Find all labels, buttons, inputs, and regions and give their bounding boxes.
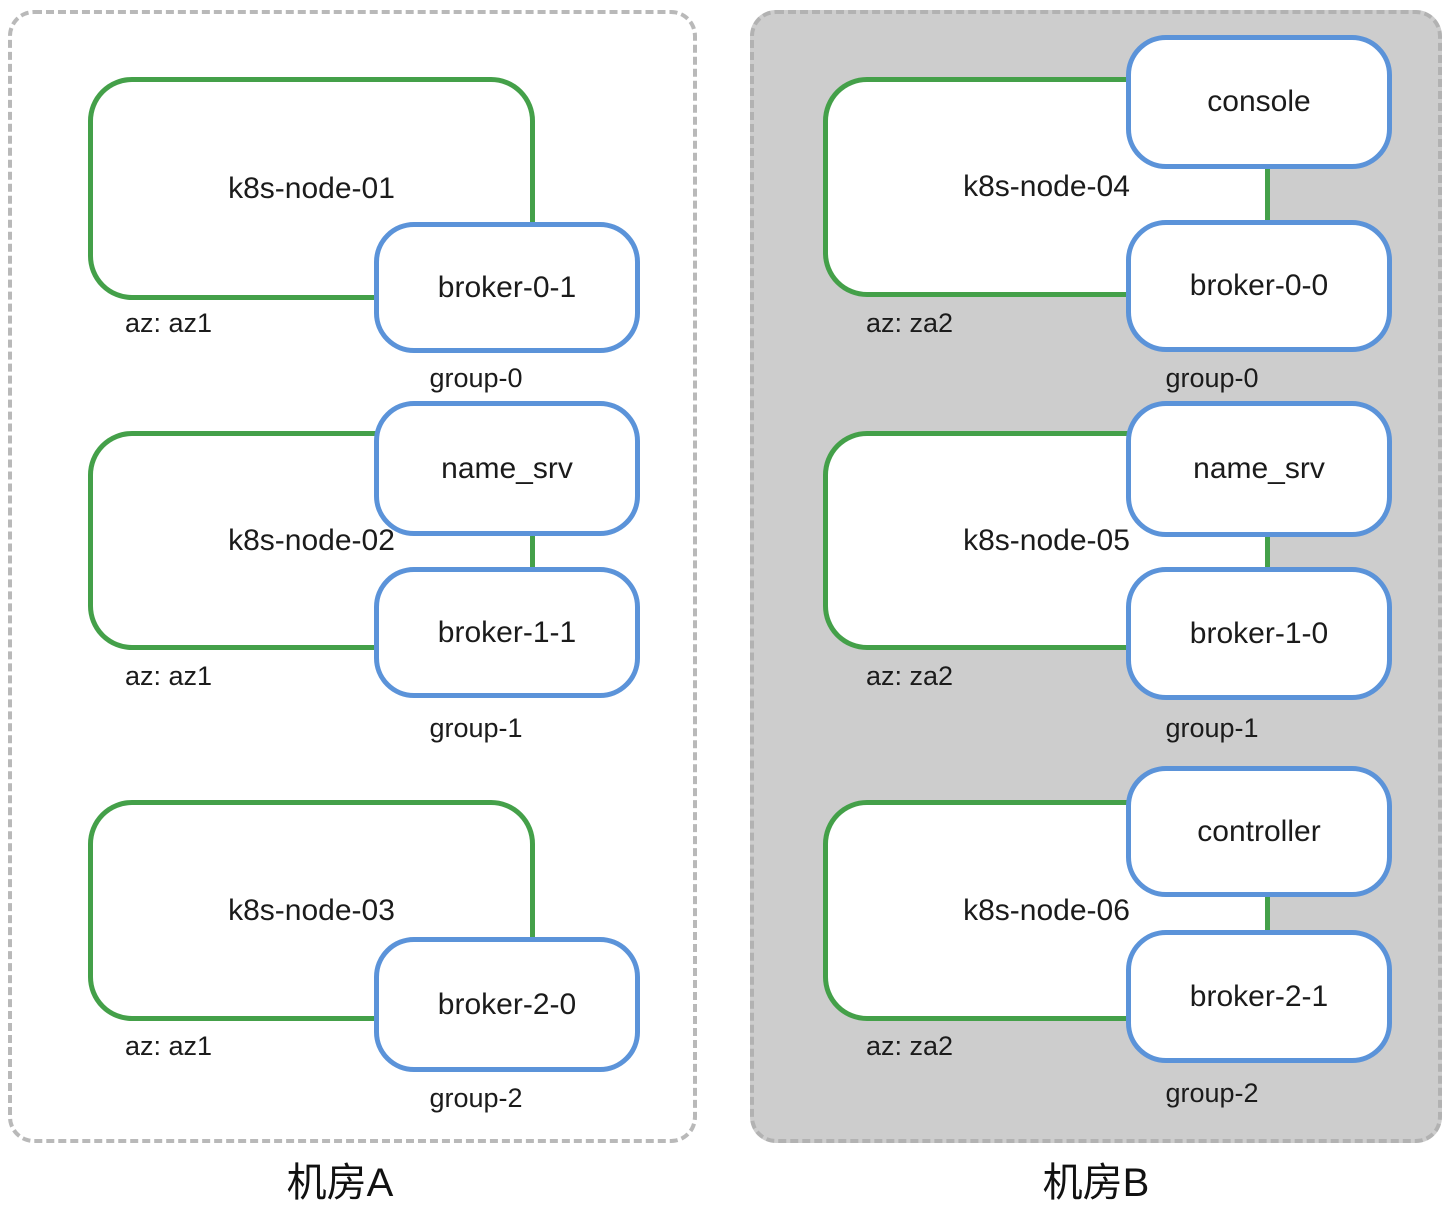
pod-name-label: name_srv (1193, 452, 1325, 485)
az-label-node-01: az: az1 (125, 308, 213, 338)
group-label-a1: group-1 (429, 713, 523, 743)
group-label-b1: group-1 (1165, 713, 1259, 743)
az-label-node-03: az: az1 (125, 1031, 213, 1061)
pod-broker-1-0: broker-1-0 (1126, 567, 1392, 700)
pod-name-label: controller (1197, 814, 1321, 848)
pod-broker-2-1: broker-2-1 (1126, 930, 1392, 1063)
pod-name-label: console (1207, 85, 1311, 118)
pod-name-label: broker-1-0 (1189, 616, 1329, 650)
group-label-b2: group-2 (1165, 1078, 1259, 1108)
pod-broker-1-1: broker-1-1 (374, 567, 640, 698)
node-name-label: k8s-node-05 (963, 523, 1130, 557)
node-name-label: k8s-node-02 (228, 523, 395, 557)
node-name-label: k8s-node-04 (963, 170, 1130, 203)
group-label-a2: group-2 (429, 1083, 523, 1113)
az-label-node-02: az: az1 (125, 661, 213, 691)
pod-broker-0-0: broker-0-0 (1126, 220, 1392, 352)
pod-name-label: broker-2-0 (437, 987, 577, 1021)
pod-name-label: broker-1-1 (437, 615, 577, 649)
group-label-b0: group-0 (1165, 363, 1259, 393)
az-label-node-05: az: za2 (866, 661, 954, 691)
node-name-label: k8s-node-06 (963, 893, 1130, 927)
az-label-node-06: az: za2 (866, 1031, 954, 1061)
pod-name-srv-b: name_srv (1126, 401, 1392, 537)
room-b-caption: 机房B (1042, 1161, 1150, 1205)
pod-controller: controller (1126, 766, 1392, 897)
pod-name-label: name_srv (441, 451, 573, 485)
group-label-a0: group-0 (429, 363, 523, 393)
pod-console: console (1126, 35, 1392, 169)
pod-broker-2-0: broker-2-0 (374, 937, 640, 1072)
pod-name-label: broker-2-1 (1189, 979, 1329, 1013)
pod-name-label: broker-0-0 (1189, 269, 1329, 302)
node-name-label: k8s-node-03 (228, 893, 395, 927)
pod-broker-0-1: broker-0-1 (374, 222, 640, 353)
room-a-caption: 机房A (286, 1161, 394, 1205)
pod-name-srv-a: name_srv (374, 401, 640, 536)
pod-name-label: broker-0-1 (437, 270, 577, 304)
node-name-label: k8s-node-01 (228, 171, 395, 205)
az-label-node-04: az: za2 (866, 308, 954, 338)
